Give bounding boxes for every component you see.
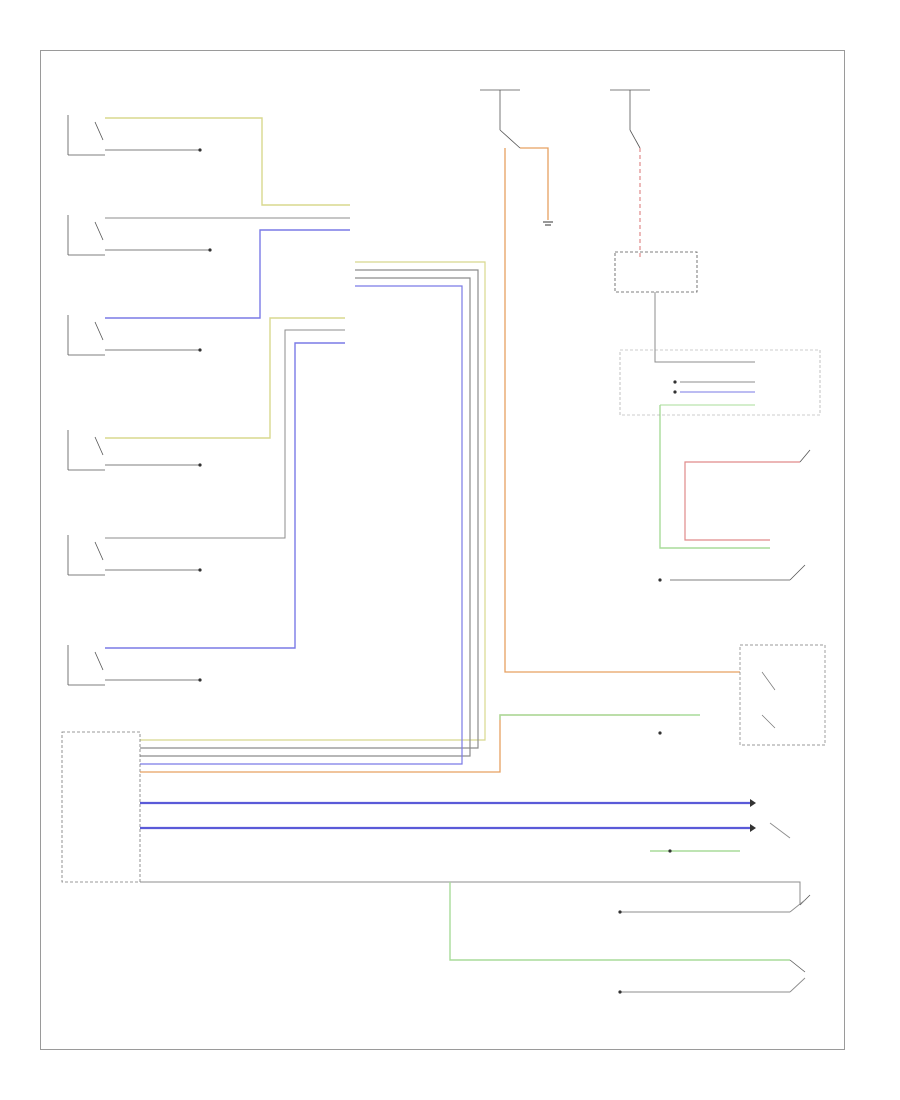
wire-blue-left bbox=[105, 229, 350, 649]
switch-4 bbox=[67, 430, 105, 471]
switch-3 bbox=[67, 315, 105, 356]
trunk-switch-box bbox=[739, 644, 826, 746]
wire-green bbox=[449, 405, 790, 961]
bottom-right-switch-leads bbox=[620, 822, 806, 993]
wire-yellow-left bbox=[105, 117, 350, 439]
right-connector-group bbox=[619, 349, 821, 416]
wire-blue-bus bbox=[140, 801, 750, 830]
ground-stubs-left bbox=[105, 149, 210, 681]
wire-orange bbox=[140, 147, 740, 773]
switch-6 bbox=[67, 645, 105, 686]
bus-terminals bbox=[750, 799, 756, 832]
left-switch-group bbox=[67, 115, 105, 686]
bottom-right-terminals bbox=[618, 380, 677, 994]
right-switches bbox=[670, 449, 811, 973]
wire-red-right bbox=[684, 461, 800, 541]
wire-gray-bottom bbox=[140, 881, 801, 905]
wire-gray-right bbox=[654, 292, 755, 363]
control-module bbox=[61, 731, 141, 883]
switch-1 bbox=[67, 115, 105, 156]
switch-5 bbox=[67, 535, 105, 576]
center-bundle bbox=[140, 261, 486, 765]
wire-gray-left bbox=[105, 217, 350, 539]
top-right-fuse bbox=[610, 89, 698, 293]
top-center-fuse bbox=[480, 89, 521, 149]
ground-symbol-top bbox=[543, 221, 553, 226]
ground-terminals-left bbox=[198, 148, 212, 682]
switch-2 bbox=[67, 215, 105, 256]
